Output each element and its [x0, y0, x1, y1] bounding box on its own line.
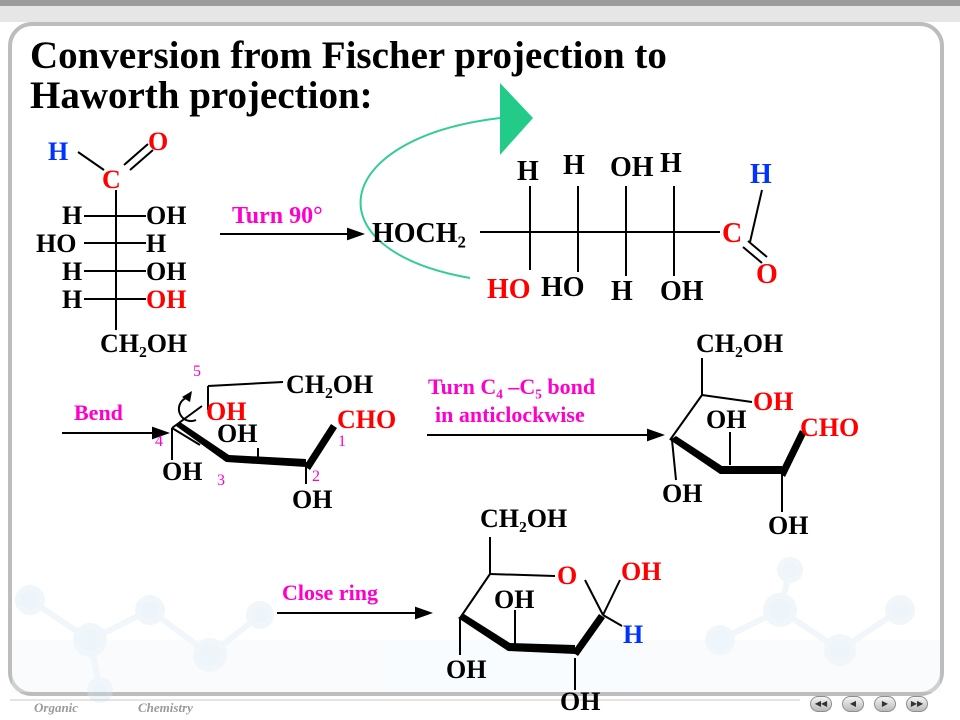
rotation-curl	[177, 397, 197, 423]
bent-oh2: OH	[292, 485, 332, 514]
fischer-row3-left: H	[62, 257, 82, 286]
rotation-arrowhead	[500, 83, 533, 155]
chain-c: C	[722, 218, 742, 249]
bent-ch2oh: CH₂OH	[286, 370, 373, 399]
fischer-row3-right: OH	[146, 257, 186, 286]
step2-label: Bend	[74, 400, 123, 425]
chain-top-4: H	[660, 148, 682, 179]
chain-bottom-2: HO	[541, 272, 585, 303]
chain-bottom-4: OH	[660, 276, 704, 307]
chain-top-1: H	[517, 156, 539, 187]
previous-icon[interactable]: ◀	[842, 696, 864, 712]
chain-bottom-1: HO	[487, 274, 531, 305]
ring-oh-inner: OH	[494, 585, 534, 614]
turned-bonds	[669, 358, 783, 512]
bent-cho: CHO	[337, 405, 396, 434]
ring-bonds	[459, 537, 623, 690]
bent-number-1: 1	[338, 433, 346, 450]
chain-o: O	[756, 259, 778, 290]
bent-thick-bond	[176, 422, 306, 467]
fischer-carbon: C	[102, 165, 121, 194]
top-bar-light	[0, 6, 960, 22]
ring-oh-left: OH	[446, 655, 486, 684]
fischer-bottom: CH₂OH	[100, 329, 187, 358]
fischer-bonds	[77, 143, 154, 330]
rotation-curl-head	[182, 391, 192, 402]
molecule-decoration	[12, 557, 940, 703]
fischer-row1-left: H	[62, 201, 82, 230]
turned-oh-bottom: OH	[768, 511, 808, 540]
turned-oh-left: OH	[662, 479, 702, 508]
slide-title: Conversion from Fischer projection to Ha…	[30, 36, 910, 116]
bent-oh5: OH	[206, 397, 246, 426]
title-line-2: Haworth projection:	[30, 74, 373, 117]
ring-thick-bond	[458, 614, 575, 654]
turned-thick-bond	[670, 436, 782, 474]
turned-oh-red: OH	[753, 387, 793, 416]
step4-label: Close ring	[282, 580, 378, 605]
turned-ch2oh: CH₂OH	[696, 329, 783, 358]
reaction-arrows	[62, 227, 665, 620]
fischer-row2-left: HO	[36, 229, 76, 258]
step3-label-line2: in anticlockwise	[435, 402, 585, 427]
fischer-row1-right: OH	[146, 201, 186, 230]
bent-number-5: 5	[193, 363, 201, 380]
text-labels: H O C H OH HO H H OH H OH CH₂OH Turn 90°…	[36, 127, 859, 716]
chain-top-3: OH	[610, 152, 654, 183]
chain-top-2: H	[563, 150, 585, 181]
bent-number-3: 3	[217, 472, 225, 489]
fischer-row4-left: H	[62, 285, 82, 314]
chain-bottom-3: H	[611, 276, 633, 307]
chain-left-group: HOCH₂	[372, 218, 466, 249]
chain-h: H	[750, 159, 772, 190]
rotation-arc	[359, 117, 501, 279]
first-icon[interactable]: ◀◀	[810, 696, 832, 712]
step1-label: Turn 90°	[232, 203, 323, 229]
chain-bonds	[480, 186, 768, 276]
content-frame	[8, 22, 944, 696]
fischer-row2-right: H	[146, 229, 166, 258]
next-icon[interactable]: ▶	[874, 696, 896, 712]
turned-oh-top: OH	[706, 405, 746, 434]
bent-oh3: OH	[162, 457, 202, 486]
step3-label-line1: Turn C₄ –C₅ bond	[428, 374, 595, 399]
bent-wedge-bond	[304, 424, 337, 470]
ring-oh-bottom: OH	[560, 687, 600, 716]
footer-organic: Organic	[34, 700, 79, 715]
fischer-top-h: H	[48, 137, 68, 166]
bent-oh4: OH	[217, 419, 257, 448]
title-line-1: Conversion from Fischer projection to	[30, 34, 667, 77]
bent-bonds	[171, 381, 307, 484]
ring-h: H	[623, 620, 643, 649]
fischer-top-o: O	[148, 127, 168, 156]
last-icon[interactable]: ▶▶	[906, 696, 928, 712]
ring-o: O	[557, 561, 577, 590]
turned-cho: CHO	[800, 413, 859, 442]
fischer-row4-right: OH	[146, 285, 186, 314]
top-bar	[0, 0, 960, 6]
footer-chemistry: Chemistry	[138, 700, 193, 715]
ring-wedge-bond	[572, 614, 605, 656]
bent-number-2: 2	[312, 468, 320, 485]
bent-number-4: 4	[155, 433, 163, 450]
ring-oh-red: OH	[621, 557, 661, 586]
turned-wedge-bond	[779, 430, 806, 477]
ring-ch2oh: CH₂OH	[480, 504, 567, 533]
